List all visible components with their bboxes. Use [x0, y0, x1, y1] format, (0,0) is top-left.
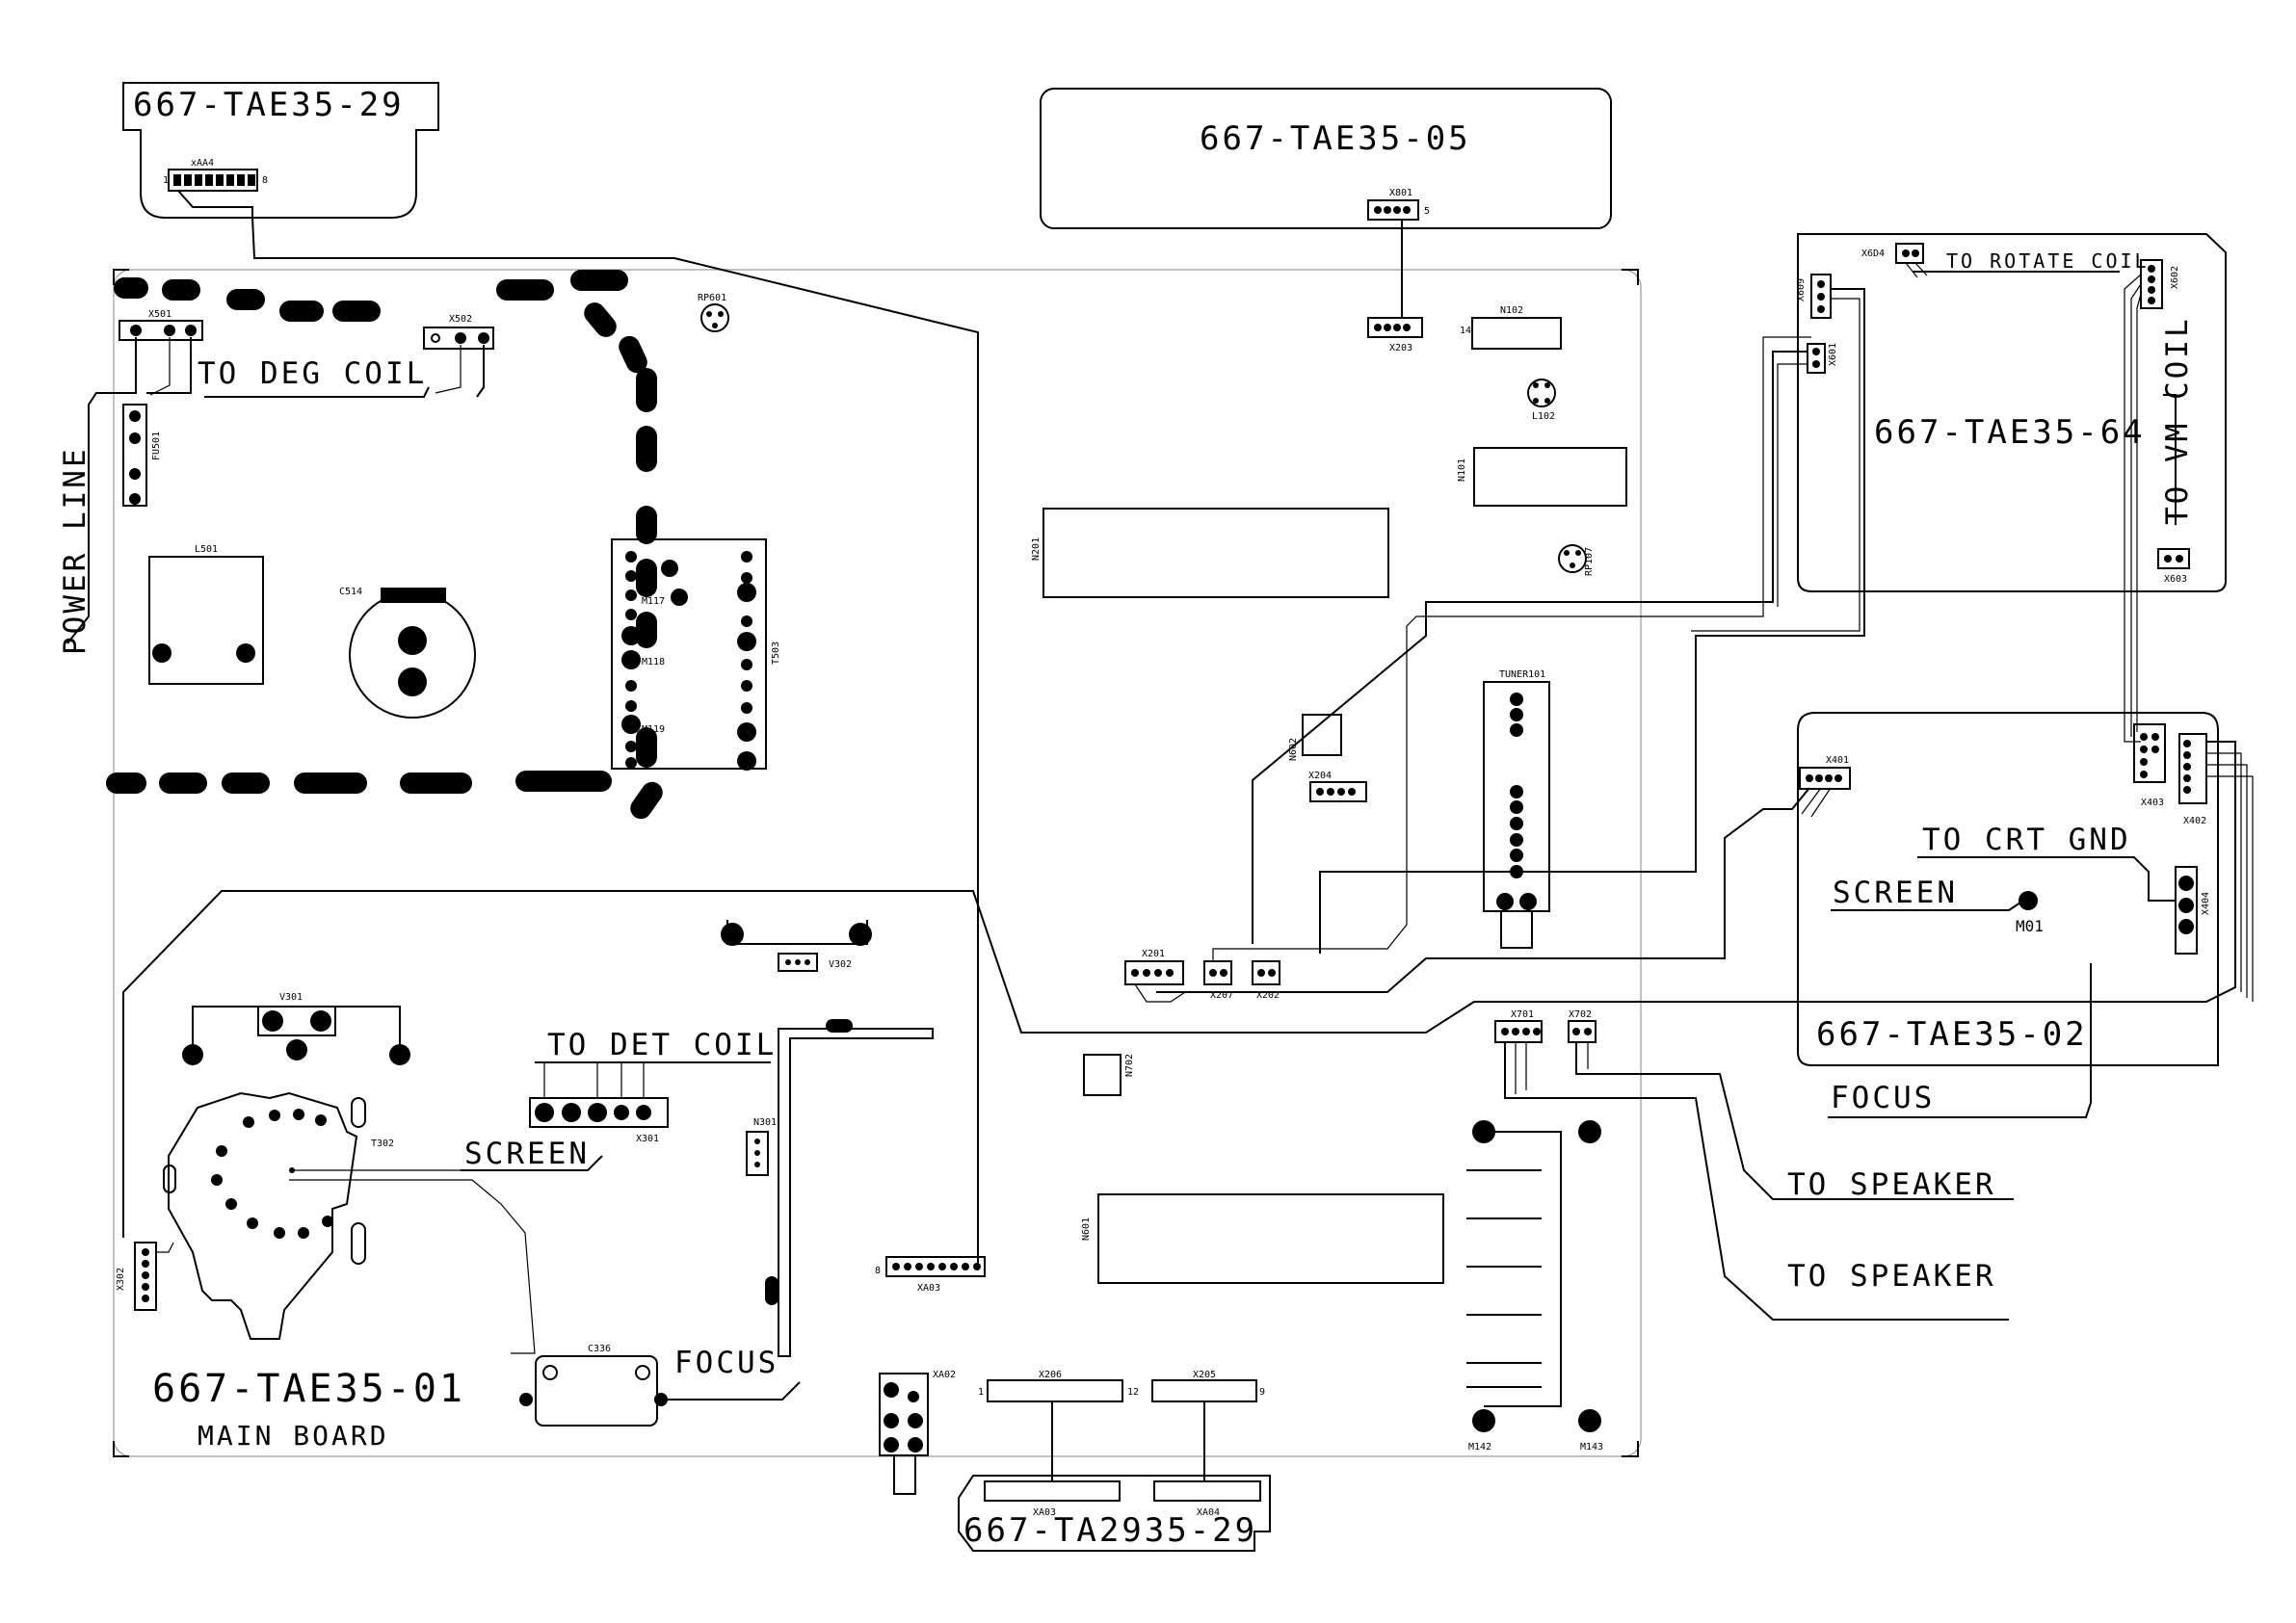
svg-text:RP601: RP601: [698, 293, 726, 303]
svg-text:C336: C336: [588, 1344, 611, 1354]
svg-text:X404: X404: [2201, 892, 2211, 915]
svg-text:X402: X402: [2183, 816, 2206, 826]
main-board-outline: [113, 269, 1642, 1457]
to-vm-coil-label: TO VM COIL: [2160, 316, 2195, 525]
board-tae35-64: 667-TAE35-64 TO VM COIL TO ROTATE COIL X…: [1252, 233, 2227, 954]
svg-text:V301: V301: [279, 992, 303, 1003]
svg-text:M01: M01: [2016, 917, 2044, 935]
svg-text:X601: X601: [1828, 343, 1838, 366]
to-speaker-2-label: TO SPEAKER: [1787, 1259, 1996, 1294]
svg-text:T503: T503: [771, 641, 781, 665]
screen-crt-label: SCREEN: [1833, 876, 1958, 910]
svg-text:X207: X207: [1210, 990, 1233, 1001]
svg-text:N702: N702: [1124, 1054, 1135, 1077]
svg-text:XA04: XA04: [1197, 1507, 1220, 1518]
svg-text:N601: N601: [1081, 1217, 1092, 1241]
to-speaker-1-label: TO SPEAKER: [1787, 1167, 1996, 1202]
svg-text:8: 8: [875, 1266, 881, 1276]
svg-text:RP107: RP107: [1584, 547, 1595, 576]
svg-text:xAA4: xAA4: [191, 158, 214, 169]
to-crt-gnd-label: TO CRT GND: [1922, 823, 2131, 857]
ic-section: N102 14 L102 N101 RP107 N201 TUNER101 N6…: [1031, 305, 2014, 1453]
xaa4-connector: [173, 174, 255, 186]
svg-text:XA02: XA02: [933, 1370, 956, 1380]
svg-text:14: 14: [1460, 326, 1471, 336]
svg-text:M117: M117: [642, 596, 665, 607]
t503-pads: [621, 551, 756, 771]
focus-main-label: FOCUS: [674, 1346, 779, 1380]
svg-text:X609: X609: [1796, 278, 1807, 301]
svg-text:L501: L501: [195, 544, 218, 555]
svg-text:12: 12: [1127, 1387, 1139, 1398]
svg-text:N101: N101: [1457, 458, 1467, 482]
svg-text:X206: X206: [1039, 1370, 1062, 1380]
svg-text:1: 1: [978, 1387, 984, 1398]
svg-text:X204: X204: [1308, 771, 1332, 781]
focus-crt-label: FOCUS: [1831, 1081, 1935, 1115]
svg-text:X403: X403: [2141, 798, 2164, 808]
svg-text:X603: X603: [2164, 574, 2187, 585]
svg-text:T302: T302: [371, 1139, 394, 1149]
power-section: X501 X502 TO DEG COIL POWER LINE FU501 L…: [58, 270, 781, 820]
svg-text:X702: X702: [1569, 1009, 1592, 1020]
svg-text:M118: M118: [642, 657, 665, 668]
svg-text:X401: X401: [1826, 755, 1849, 766]
main-board-label: MAIN BOARD: [198, 1420, 389, 1452]
svg-text:9: 9: [1259, 1387, 1265, 1398]
board-tae35-64-label: 667-TAE35-64: [1874, 413, 2146, 452]
svg-text:8: 8: [262, 175, 268, 186]
board-tae35-01-label: 667-TAE35-01: [152, 1367, 465, 1411]
svg-text:X201: X201: [1142, 949, 1165, 959]
svg-text:1: 1: [163, 175, 169, 186]
svg-text:X302: X302: [116, 1268, 126, 1291]
svg-text:N301: N301: [753, 1117, 777, 1128]
svg-text:FU501: FU501: [151, 432, 162, 460]
svg-text:5: 5: [1424, 206, 1430, 217]
board-tae35-05: 667-TAE35-05 X801 5 X203: [1040, 88, 1612, 353]
svg-text:XA03: XA03: [1033, 1507, 1056, 1518]
svg-text:X205: X205: [1193, 1370, 1216, 1380]
board-tae35-02-label: 667-TAE35-02: [1816, 1015, 2088, 1054]
to-deg-coil-label: TO DEG COIL: [198, 356, 427, 391]
svg-text:X202: X202: [1256, 990, 1280, 1001]
to-det-coil-label: TO DET COIL: [547, 1028, 777, 1062]
svg-text:X6D4: X6D4: [1861, 249, 1885, 259]
svg-text:X501: X501: [148, 309, 172, 320]
svg-text:XA03: XA03: [917, 1283, 940, 1294]
board-tae35-29-label: 667-TAE35-29: [133, 86, 405, 124]
svg-text:N602: N602: [1288, 738, 1299, 761]
svg-text:L102: L102: [1532, 411, 1555, 422]
svg-text:X301: X301: [636, 1134, 659, 1144]
svg-text:X701: X701: [1511, 1009, 1534, 1020]
crt-drive-section: V302 V301 TO DET COIL X301 T302 SCREEN: [116, 920, 986, 1452]
svg-text:X602: X602: [2170, 266, 2180, 289]
board-tae35-29: 667-TAE35-29 xAA4 1 8: [122, 82, 979, 1267]
board-tae35-05-label: 667-TAE35-05: [1200, 119, 1471, 158]
board-ta2935-29-label: 667-TA2935-29: [963, 1511, 1257, 1550]
svg-text:V302: V302: [829, 959, 852, 970]
svg-text:C514: C514: [339, 587, 362, 597]
svg-text:N102: N102: [1500, 305, 1523, 316]
svg-text:M143: M143: [1580, 1442, 1603, 1453]
screen-main-label: SCREEN: [464, 1137, 590, 1171]
svg-text:TUNER101: TUNER101: [1499, 669, 1545, 680]
svg-text:X502: X502: [449, 314, 472, 325]
svg-text:M119: M119: [642, 724, 665, 735]
board-tae35-02: 667-TAE35-02 TO CRT GND SCREEN M01 FOCUS…: [122, 712, 2254, 1238]
svg-text:N201: N201: [1031, 537, 1042, 561]
svg-text:X801: X801: [1389, 188, 1412, 198]
to-rotate-coil-label: TO ROTATE COIL: [1946, 249, 2150, 273]
board-ta2935-29: 667-TA2935-29 XA03 XA04 X206 X205 1 12 9…: [879, 1370, 1271, 1552]
svg-text:M142: M142: [1468, 1442, 1491, 1453]
power-line-label: POWER LINE: [58, 446, 92, 655]
svg-text:X203: X203: [1389, 343, 1412, 353]
